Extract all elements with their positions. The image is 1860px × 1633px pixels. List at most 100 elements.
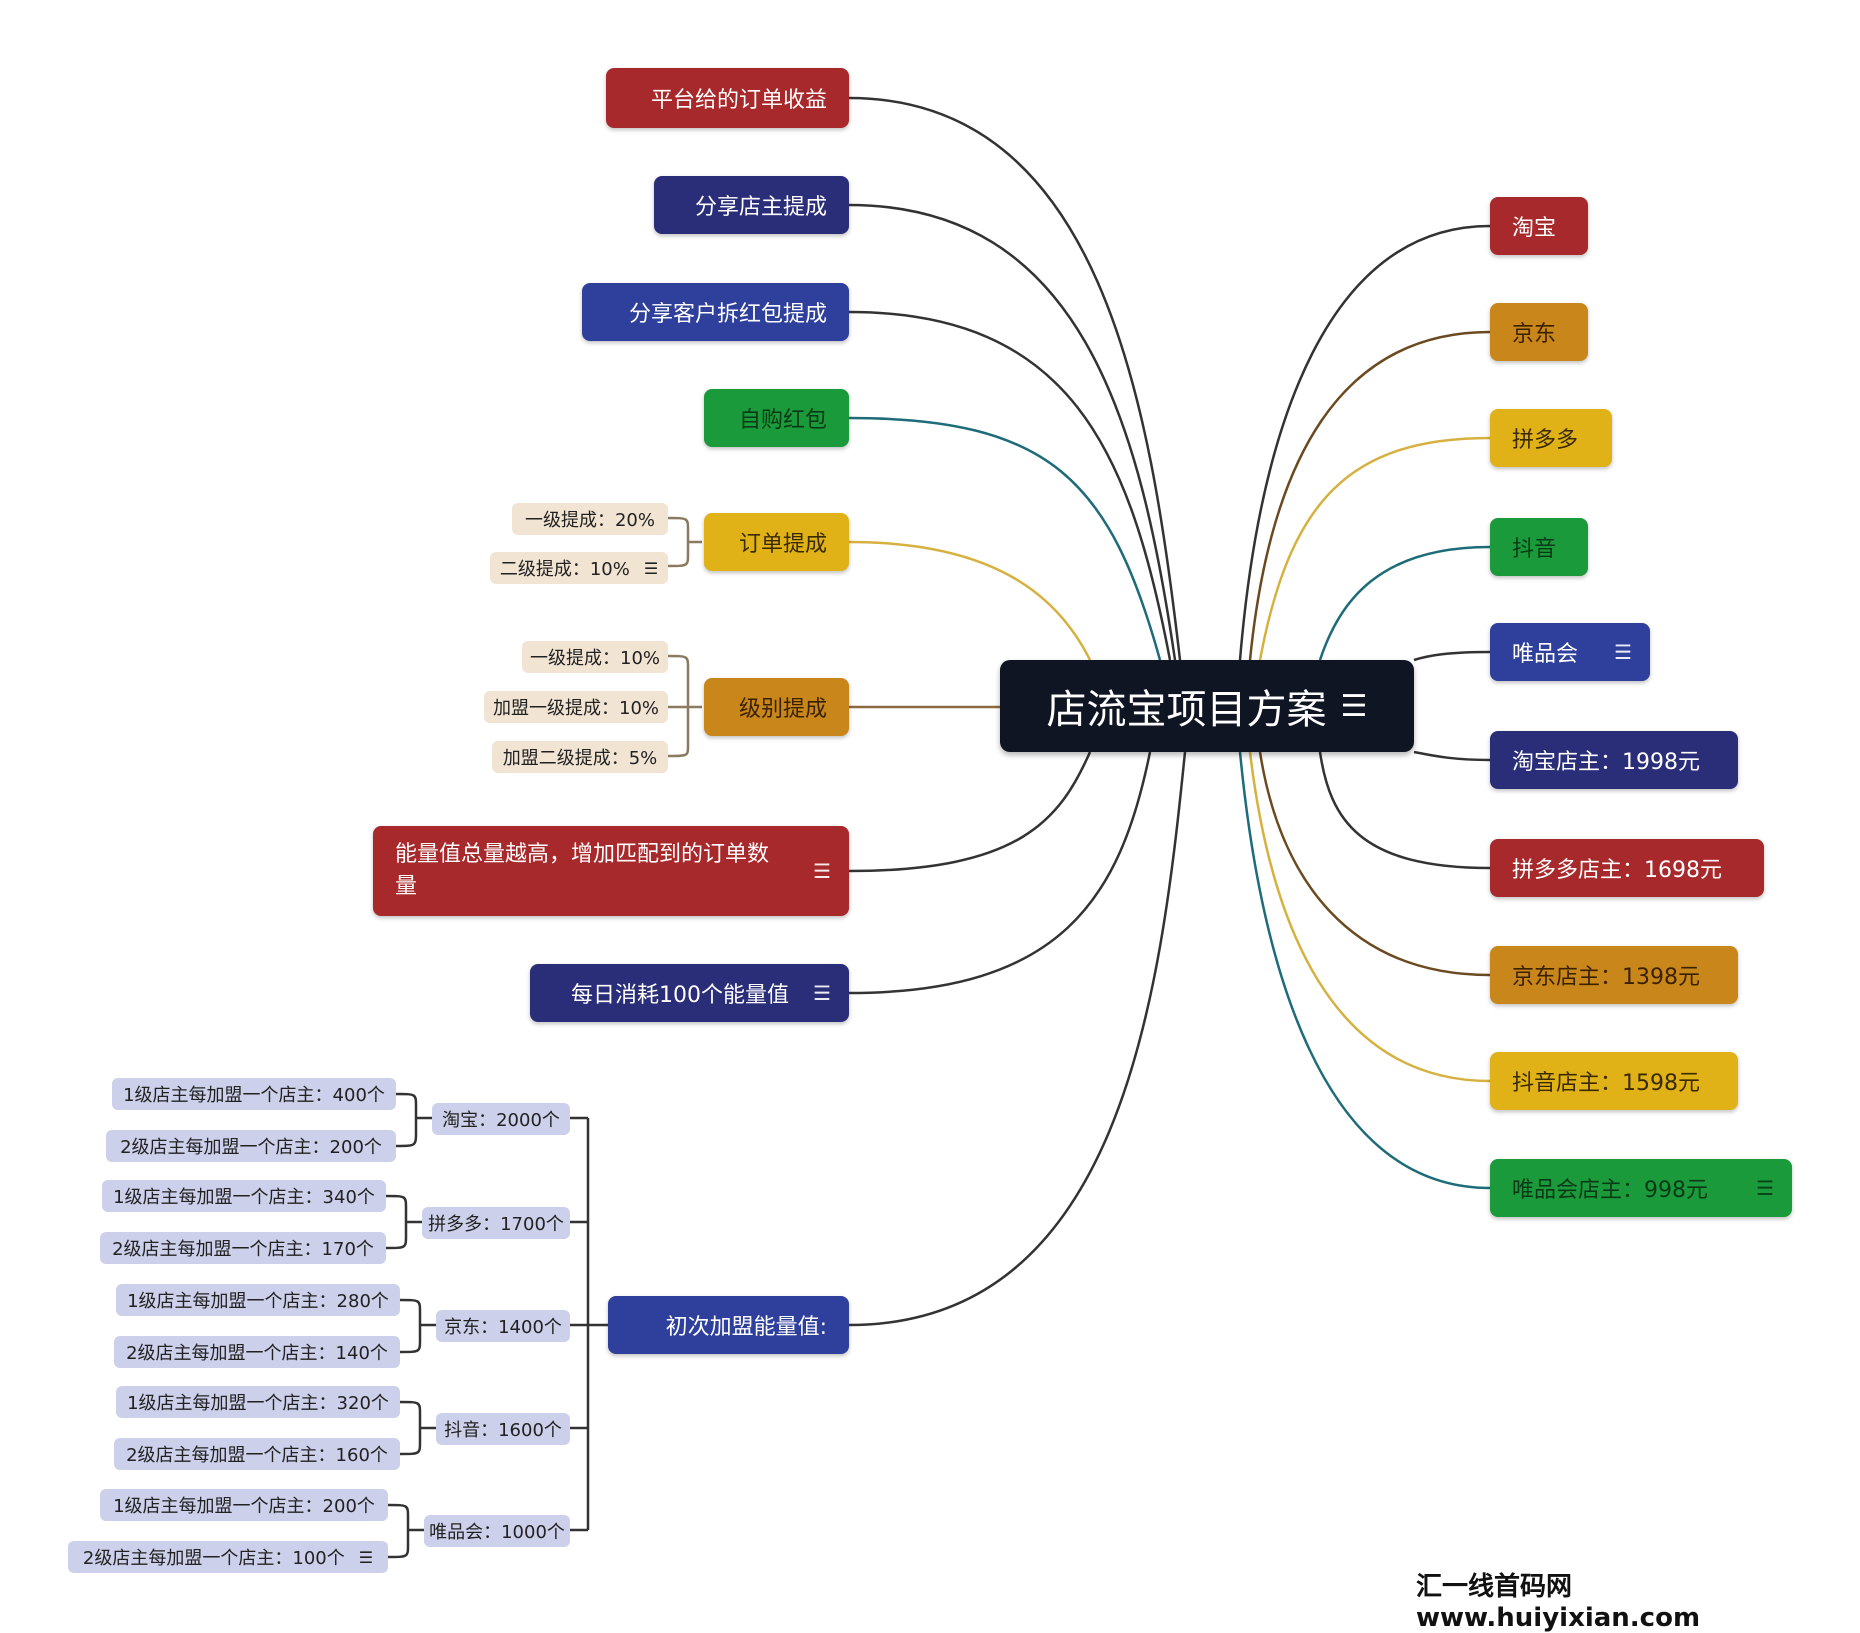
bracket-jd bbox=[399, 1298, 436, 1354]
node-label: 抖音店主：1598元 bbox=[1512, 1071, 1700, 1096]
notes-icon[interactable]: ☰ bbox=[358, 1547, 374, 1567]
notes-icon[interactable]: ☰ bbox=[643, 558, 659, 578]
bracket-vip bbox=[387, 1503, 424, 1559]
node-label: 能量值总量越高，增加匹配到的订单数量 bbox=[395, 842, 770, 899]
link-douyin bbox=[1318, 545, 1491, 661]
leaf-label: 抖音：1600个 bbox=[444, 1420, 562, 1441]
link-jd-owner bbox=[1258, 751, 1491, 977]
node-douyin-owner[interactable]: 抖音店主：1598元 bbox=[1490, 1052, 1738, 1110]
node-daily-consume[interactable]: 每日消耗100个能量值 ☰ bbox=[530, 964, 849, 1022]
leaf-pdd-2[interactable]: 2级店主每加盟一个店主：170个 bbox=[100, 1232, 386, 1264]
connector-lines bbox=[385, 96, 1491, 1559]
node-label: 淘宝店主：1998元 bbox=[1512, 750, 1700, 775]
node-label: 唯品会店主：998元 bbox=[1512, 1178, 1708, 1203]
node-label: 京东 bbox=[1512, 322, 1557, 347]
leaf-douyin-1[interactable]: 1级店主每加盟一个店主：320个 bbox=[116, 1386, 400, 1418]
node-label: 级别提成 bbox=[738, 697, 827, 722]
leaf-label: 2级店主每加盟一个店主：160个 bbox=[126, 1445, 388, 1466]
tree-initial-energy bbox=[570, 1116, 608, 1532]
bracket-order bbox=[667, 516, 702, 568]
notes-icon[interactable]: ☰ bbox=[1614, 640, 1632, 664]
node-initial-energy[interactable]: 初次加盟能量值: bbox=[608, 1296, 849, 1354]
link-taobao-owner bbox=[1413, 750, 1491, 762]
leaf-pdd-1[interactable]: 1级店主每加盟一个店主：340个 bbox=[102, 1180, 386, 1212]
link-order-commission bbox=[848, 540, 1092, 661]
node-taobao-owner[interactable]: 淘宝店主：1998元 bbox=[1490, 731, 1738, 789]
leaf-order-level1[interactable]: 一级提成：20% bbox=[512, 503, 668, 535]
leaf-level-level1[interactable]: 一级提成：10% bbox=[522, 641, 668, 673]
link-vip-owner bbox=[1238, 751, 1491, 1190]
link-pdd bbox=[1258, 436, 1491, 661]
link-jd bbox=[1248, 330, 1491, 661]
leaf-label: 二级提成：10% bbox=[499, 559, 630, 580]
node-order-commission[interactable]: 订单提成 bbox=[704, 513, 849, 571]
leaf-label: 1级店主每加盟一个店主：200个 bbox=[113, 1496, 375, 1517]
node-vip-owner[interactable]: 唯品会店主：998元 ☰ bbox=[1490, 1159, 1792, 1217]
node-label: 唯品会 bbox=[1512, 642, 1579, 667]
group-vip[interactable]: 唯品会：1000个 bbox=[424, 1515, 570, 1547]
leaf-label: 加盟二级提成：5% bbox=[502, 748, 658, 769]
leaf-label: 拼多多：1700个 bbox=[428, 1214, 564, 1235]
root-node[interactable]: 店流宝项目方案 ☰ bbox=[1000, 660, 1414, 752]
root-title: 店流宝项目方案 bbox=[1046, 687, 1327, 733]
notes-icon[interactable]: ☰ bbox=[813, 981, 831, 1005]
link-daily-consume bbox=[848, 751, 1152, 995]
leaf-vip-1[interactable]: 1级店主每加盟一个店主：200个 bbox=[100, 1489, 388, 1521]
leaf-label: 1级店主每加盟一个店主：320个 bbox=[127, 1393, 389, 1414]
bracket-taobao bbox=[395, 1092, 432, 1148]
link-pdd-owner bbox=[1318, 751, 1491, 870]
leaf-order-level2[interactable]: 二级提成：10% ☰ bbox=[490, 552, 668, 584]
group-douyin[interactable]: 抖音：1600个 bbox=[436, 1413, 570, 1445]
leaf-vip-2[interactable]: 2级店主每加盟一个店主：100个 ☰ bbox=[68, 1541, 388, 1573]
leaf-label: 2级店主每加盟一个店主：100个 bbox=[82, 1548, 345, 1569]
leaf-label: 2级店主每加盟一个店主：200个 bbox=[120, 1137, 382, 1158]
node-level-commission[interactable]: 级别提成 bbox=[704, 678, 849, 736]
node-label: 初次加盟能量值: bbox=[665, 1315, 827, 1340]
leaf-label: 一级提成：10% bbox=[530, 648, 661, 669]
link-share-customer bbox=[848, 310, 1172, 661]
link-self-buy bbox=[848, 416, 1162, 661]
leaf-taobao-1[interactable]: 1级店主每加盟一个店主：400个 bbox=[112, 1078, 396, 1110]
node-vip[interactable]: 唯品会 ☰ bbox=[1490, 623, 1650, 681]
node-pdd[interactable]: 拼多多 bbox=[1490, 409, 1612, 467]
link-platform-income bbox=[848, 96, 1182, 661]
node-taobao[interactable]: 淘宝 bbox=[1490, 197, 1588, 255]
leaf-taobao-2[interactable]: 2级店主每加盟一个店主：200个 bbox=[106, 1130, 396, 1162]
node-douyin[interactable]: 抖音 bbox=[1490, 518, 1588, 576]
bracket-pdd bbox=[385, 1194, 422, 1250]
group-taobao[interactable]: 淘宝：2000个 bbox=[432, 1103, 570, 1135]
node-label: 拼多多 bbox=[1512, 428, 1579, 453]
group-pdd[interactable]: 拼多多：1700个 bbox=[422, 1207, 570, 1239]
bracket-douyin bbox=[399, 1400, 436, 1456]
node-share-owner[interactable]: 分享店主提成 bbox=[654, 176, 849, 234]
node-jd[interactable]: 京东 bbox=[1490, 303, 1588, 361]
leaf-label: 1级店主每加盟一个店主：400个 bbox=[123, 1085, 385, 1106]
node-share-customer[interactable]: 分享客户拆红包提成 bbox=[582, 283, 849, 341]
group-jd[interactable]: 京东：1400个 bbox=[436, 1310, 570, 1342]
leaf-jd-1[interactable]: 1级店主每加盟一个店主：280个 bbox=[116, 1284, 400, 1316]
node-label: 自购红包 bbox=[738, 408, 827, 433]
node-label: 淘宝 bbox=[1512, 216, 1557, 241]
node-label: 订单提成 bbox=[738, 532, 827, 557]
leaf-label: 一级提成：20% bbox=[524, 510, 655, 531]
leaf-label: 唯品会：1000个 bbox=[429, 1522, 565, 1543]
leaf-level-join1[interactable]: 加盟一级提成：10% bbox=[484, 691, 668, 723]
notes-icon[interactable]: ☰ bbox=[1340, 688, 1368, 724]
node-platform-income[interactable]: 平台给的订单收益 bbox=[606, 68, 849, 128]
node-self-buy[interactable]: 自购红包 bbox=[704, 389, 849, 447]
node-jd-owner[interactable]: 京东店主：1398元 bbox=[1490, 946, 1738, 1004]
node-label: 拼多多店主：1698元 bbox=[1512, 858, 1722, 883]
link-energy-total bbox=[848, 751, 1092, 873]
leaf-jd-2[interactable]: 2级店主每加盟一个店主：140个 bbox=[114, 1336, 400, 1368]
leaf-label: 京东：1400个 bbox=[444, 1317, 562, 1338]
leaf-level-join2[interactable]: 加盟二级提成：5% bbox=[492, 741, 668, 773]
node-label: 每日消耗100个能量值 bbox=[571, 983, 789, 1008]
notes-icon[interactable]: ☰ bbox=[1756, 1176, 1774, 1200]
notes-icon[interactable]: ☰ bbox=[813, 859, 831, 883]
node-pdd-owner[interactable]: 拼多多店主：1698元 bbox=[1490, 839, 1764, 897]
node-energy-total[interactable]: 能量值总量越高，增加匹配到的订单数量 ☰ bbox=[373, 826, 849, 916]
link-douyin-owner bbox=[1248, 751, 1491, 1083]
leaf-douyin-2[interactable]: 2级店主每加盟一个店主：160个 bbox=[114, 1438, 400, 1470]
leaf-label: 1级店主每加盟一个店主：340个 bbox=[113, 1187, 375, 1208]
leaf-label: 淘宝：2000个 bbox=[442, 1110, 560, 1131]
